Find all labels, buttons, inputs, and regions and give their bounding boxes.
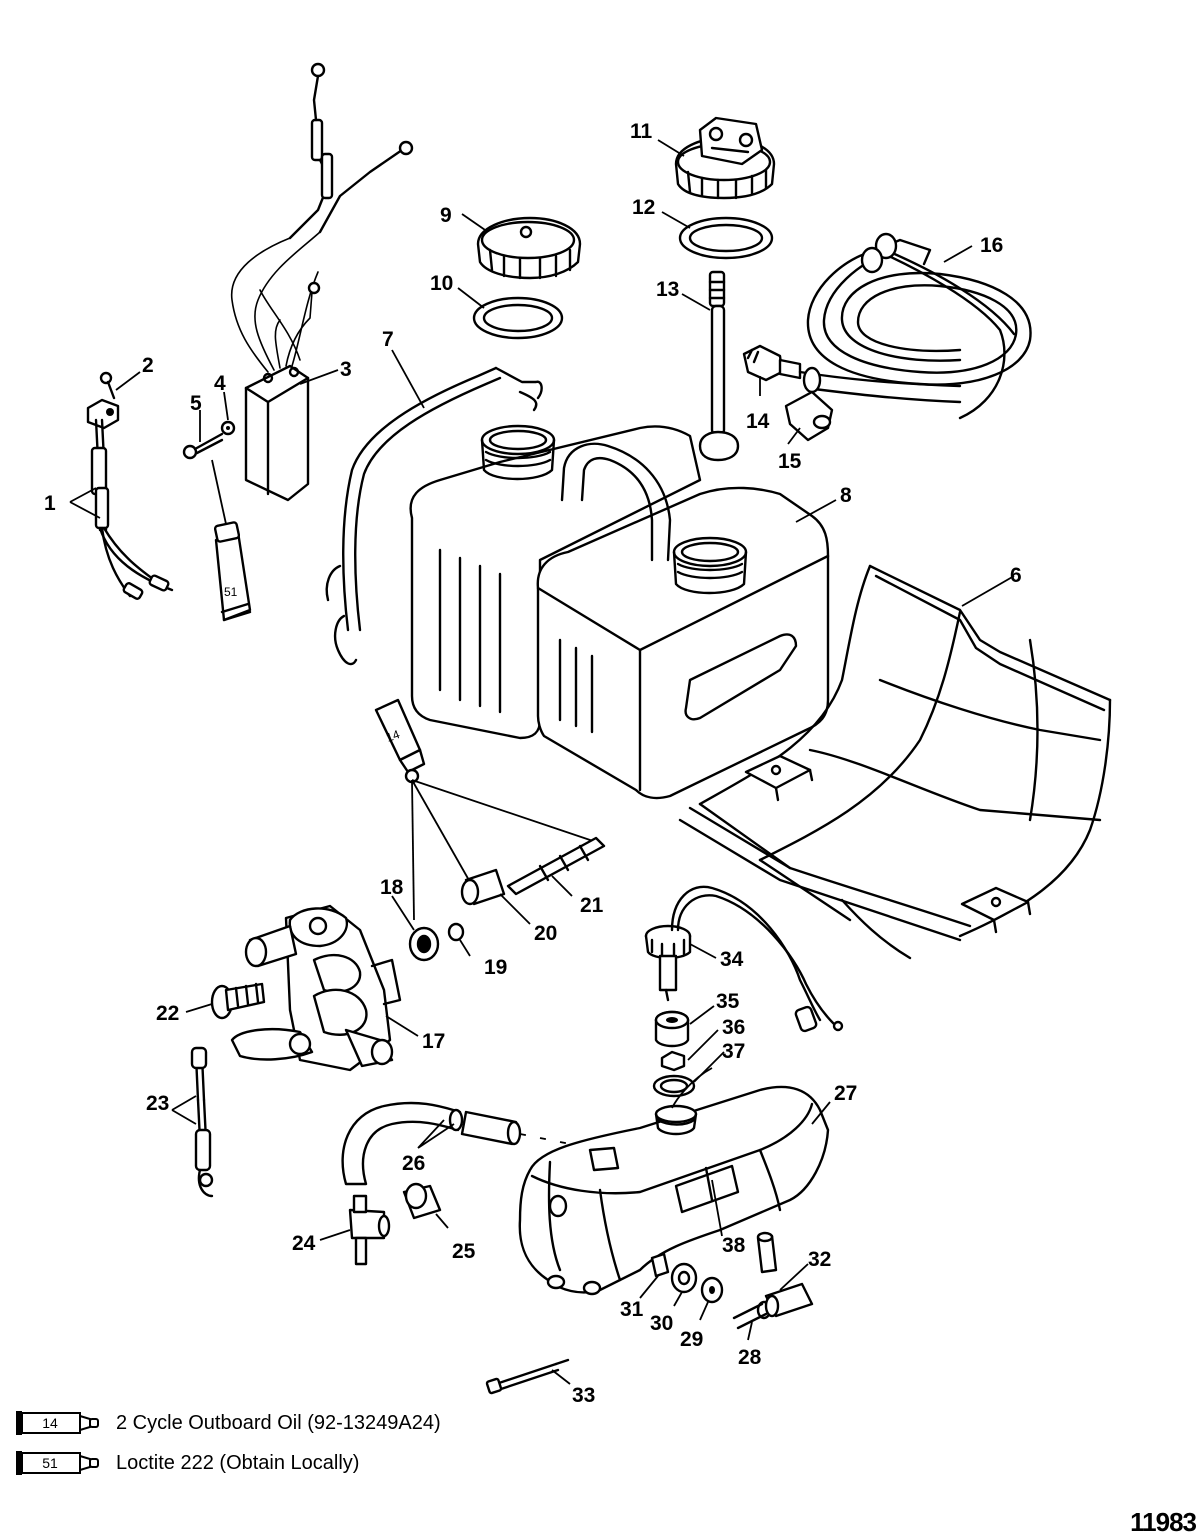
callout-4: 4 bbox=[214, 372, 226, 395]
part-5-screw bbox=[182, 432, 224, 460]
callout-14: 14 bbox=[746, 410, 770, 433]
part-33-tie-strap bbox=[485, 1358, 570, 1395]
callout-24: 24 bbox=[292, 1232, 316, 1255]
callout-22: 22 bbox=[156, 1002, 179, 1025]
callout-20: 20 bbox=[534, 922, 557, 945]
part-32-hose bbox=[756, 1231, 814, 1318]
callout-12: 12 bbox=[632, 196, 655, 219]
callout-29: 29 bbox=[680, 1328, 703, 1351]
part-7-strap bbox=[325, 366, 543, 666]
callout-13: 13 bbox=[656, 278, 679, 301]
callout-9: 9 bbox=[440, 204, 452, 227]
callout-38: 38 bbox=[722, 1234, 746, 1257]
legend-code-14: 14 bbox=[42, 1415, 58, 1431]
part-14-fitting bbox=[742, 344, 802, 382]
part-2-screw bbox=[99, 371, 116, 400]
tube-14-label: 14 bbox=[384, 727, 402, 745]
callout-23: 23 bbox=[146, 1092, 169, 1115]
part-8-oil-tank bbox=[409, 424, 830, 800]
callout-8: 8 bbox=[840, 484, 852, 507]
part-25-filter bbox=[402, 1182, 449, 1229]
part-11-sender-cap bbox=[674, 116, 776, 200]
callout-31: 31 bbox=[620, 1298, 644, 1321]
callout-1: 1 bbox=[44, 492, 56, 515]
part-35-spacer bbox=[654, 1010, 690, 1048]
legend-row-loctite: 51 Loctite 222 (Obtain Locally) bbox=[14, 1446, 441, 1480]
part-27-remote-tank bbox=[518, 1085, 830, 1296]
tube-14-legend-icon: 14 bbox=[16, 1411, 99, 1435]
callout-32: 32 bbox=[808, 1248, 831, 1271]
part-13-pickup-tube bbox=[698, 270, 740, 462]
part-16-hose bbox=[798, 232, 1032, 420]
callout-37: 37 bbox=[722, 1040, 745, 1063]
part-12-gasket bbox=[678, 216, 774, 260]
callout-19: 19 bbox=[484, 956, 507, 979]
part-1-harness bbox=[86, 398, 174, 600]
part-21-pin bbox=[506, 836, 606, 896]
callout-10: 10 bbox=[430, 272, 453, 295]
tube-51-label: 51 bbox=[224, 585, 238, 599]
part-4-washer bbox=[220, 420, 236, 436]
part-10-gasket bbox=[472, 296, 564, 340]
callout-15: 15 bbox=[778, 450, 802, 473]
part-3-switch-box bbox=[230, 62, 414, 502]
part-20-sleeve bbox=[460, 868, 506, 906]
leader-lines bbox=[69, 139, 1015, 1385]
part-15-connector bbox=[784, 390, 834, 442]
callout-5: 5 bbox=[190, 392, 202, 415]
part-23-link-rod bbox=[190, 1046, 214, 1198]
callout-6: 6 bbox=[1010, 564, 1022, 587]
part-22-screw bbox=[210, 982, 266, 1020]
callout-3: 3 bbox=[340, 358, 352, 381]
callout-18: 18 bbox=[380, 876, 404, 899]
legend-text-loctite: Loctite 222 (Obtain Locally) bbox=[116, 1451, 360, 1474]
legend-text-oil: 2 Cycle Outboard Oil (92-13249A24) bbox=[116, 1411, 441, 1434]
callout-33: 33 bbox=[572, 1384, 595, 1407]
part-19-oring bbox=[447, 922, 465, 942]
part-34-sender-cap bbox=[644, 885, 844, 1033]
part-9-cap bbox=[476, 216, 582, 280]
callout-11: 11 bbox=[630, 120, 653, 143]
callout-7: 7 bbox=[382, 328, 394, 351]
callout-27: 27 bbox=[834, 1082, 857, 1105]
tube-51-legend-icon: 51 bbox=[16, 1451, 99, 1475]
part-26-hose bbox=[341, 1101, 591, 1186]
callout-30: 30 bbox=[650, 1312, 673, 1335]
callout-2: 2 bbox=[142, 354, 154, 377]
legend-row-oil: 14 2 Cycle Outboard Oil (92-13249A24) bbox=[14, 1406, 441, 1440]
callout-21: 21 bbox=[580, 894, 604, 917]
part-36-nut bbox=[660, 1050, 686, 1072]
callout-28: 28 bbox=[738, 1346, 762, 1369]
part-17-oil-pump bbox=[230, 904, 402, 1072]
part-24-fitting bbox=[348, 1194, 391, 1266]
callout-26: 26 bbox=[402, 1152, 425, 1175]
part-18-seal bbox=[408, 926, 440, 962]
callout-17: 17 bbox=[422, 1030, 445, 1053]
callout-25: 25 bbox=[452, 1240, 476, 1263]
legend: 14 2 Cycle Outboard Oil (92-13249A24) 51… bbox=[14, 1406, 441, 1480]
tube-51-icon: 51 bbox=[213, 521, 252, 622]
callout-labels: 1 2 3 4 5 6 7 8 9 10 11 12 13 14 15 16 1… bbox=[44, 120, 1022, 1407]
callout-35: 35 bbox=[716, 990, 740, 1013]
tube-14-icon: 14 bbox=[374, 698, 597, 921]
part-37-gasket bbox=[652, 1074, 696, 1098]
callout-16: 16 bbox=[980, 234, 1003, 257]
callout-36: 36 bbox=[722, 1016, 745, 1039]
callout-34: 34 bbox=[720, 948, 744, 971]
figure-number: 11983 bbox=[1130, 1507, 1197, 1537]
part-29-washer bbox=[700, 1276, 724, 1304]
part-6-bracket bbox=[678, 564, 1112, 960]
legend-code-51: 51 bbox=[42, 1455, 58, 1471]
part-30-grommet bbox=[670, 1262, 698, 1294]
part-31-plug bbox=[650, 1252, 670, 1278]
